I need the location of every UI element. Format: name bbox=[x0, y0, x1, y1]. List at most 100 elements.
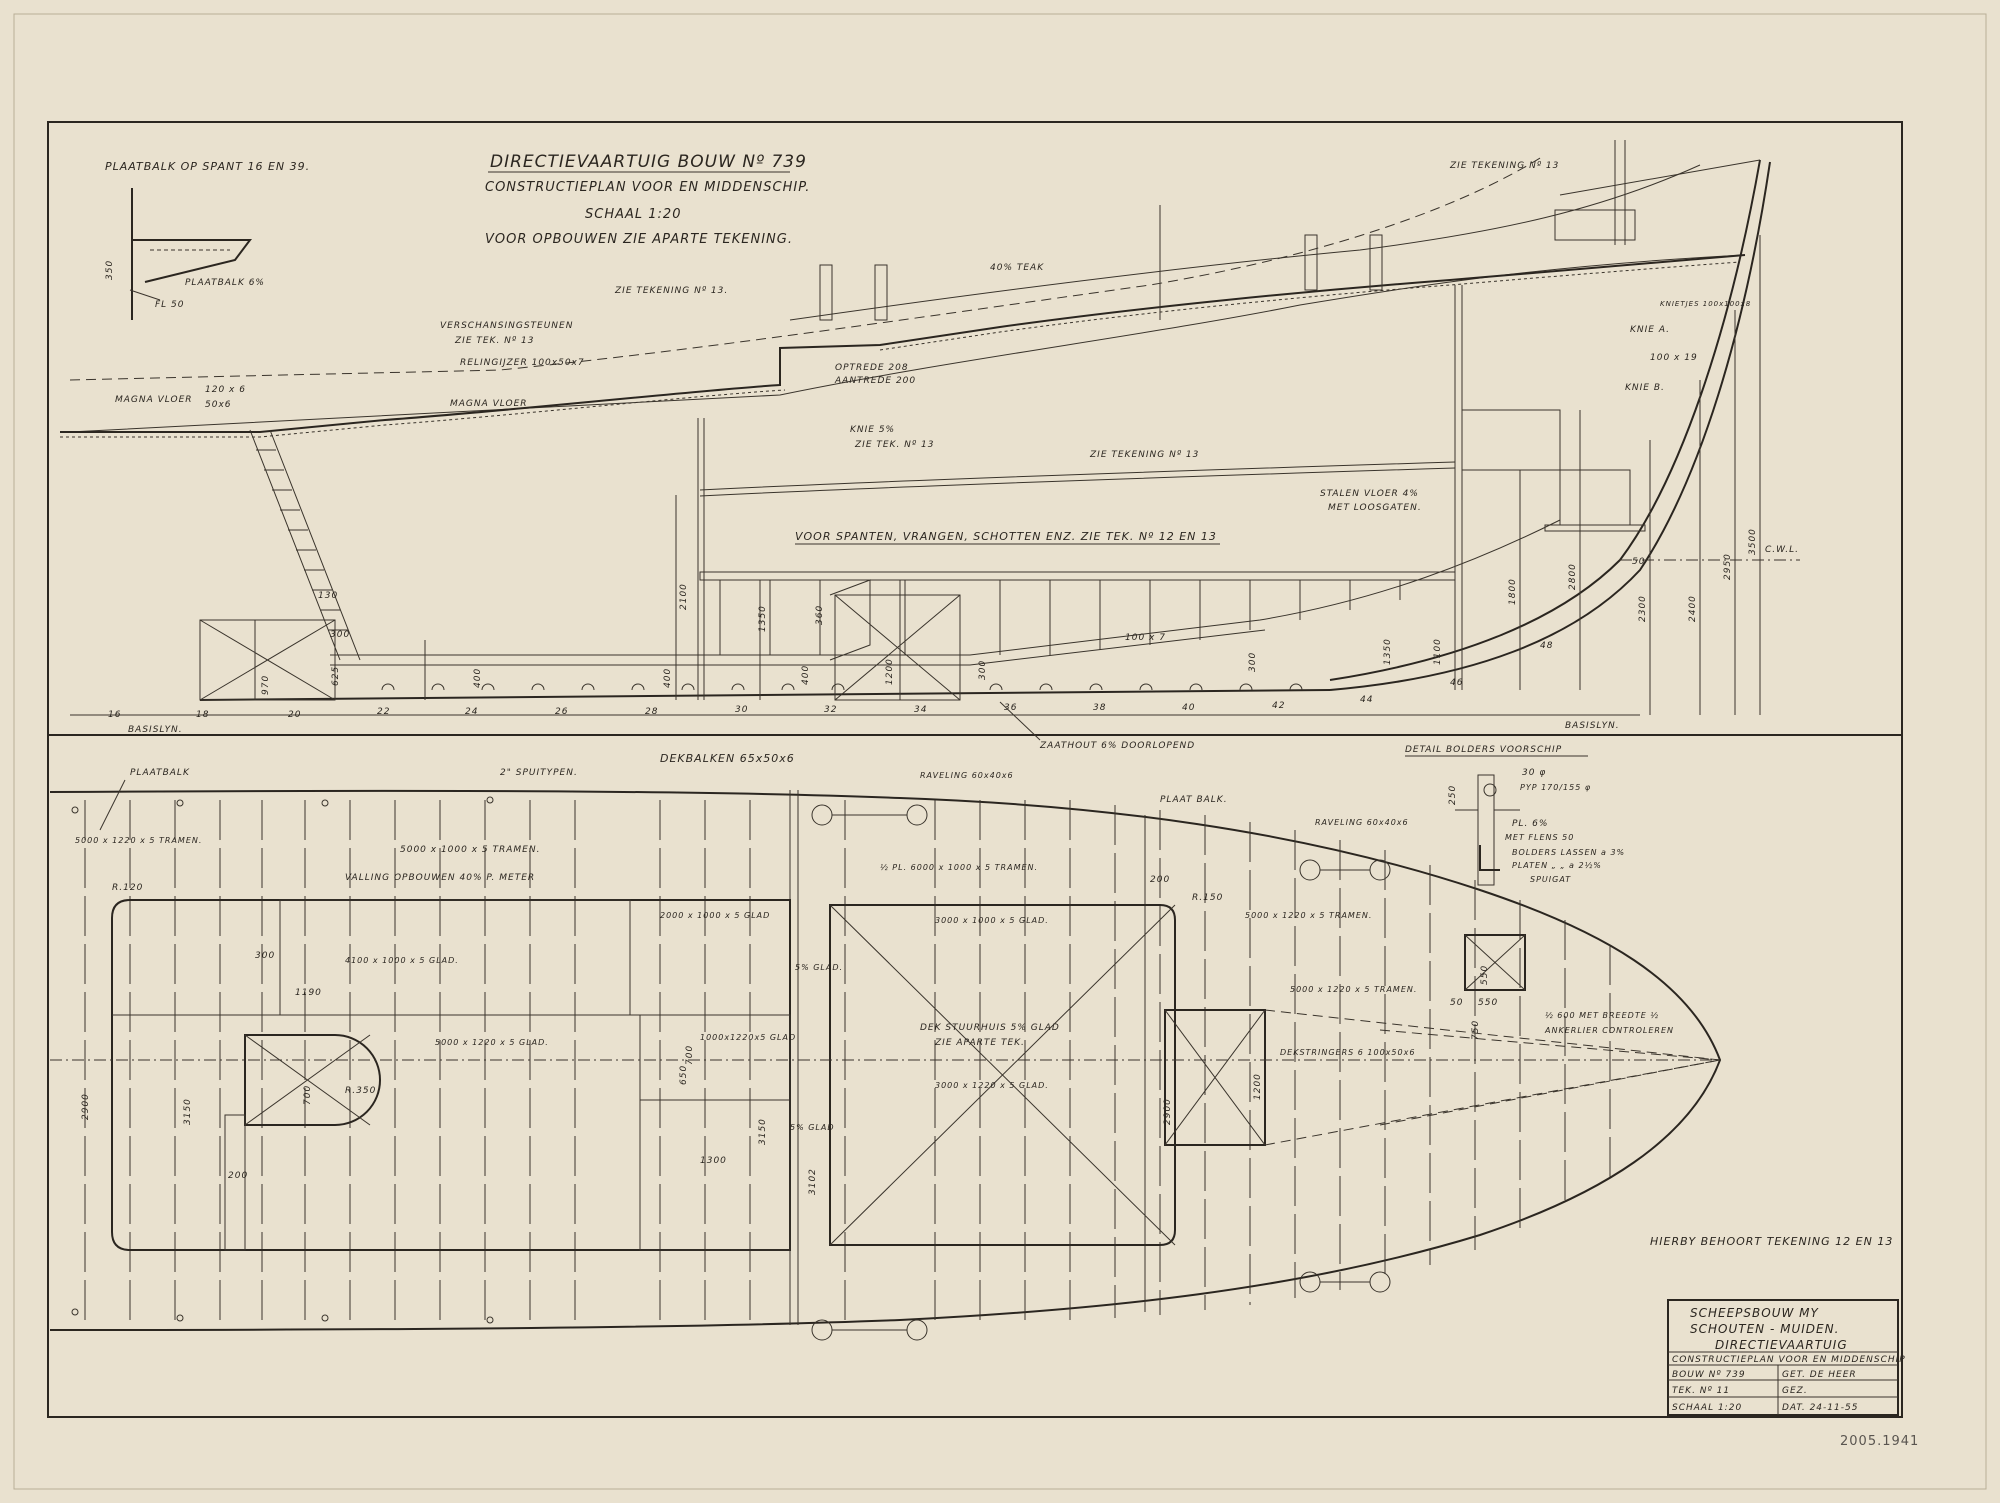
plan-view: DEKBALKEN 65x50x6 PLAATBALK 2" SPUITYPEN… bbox=[49, 752, 1722, 1341]
tb-bouw: BOUW Nº 739 bbox=[1672, 1370, 1746, 1380]
raveling-2: RAVELING 60x40x6 bbox=[1315, 818, 1409, 827]
dim-200b: 200 bbox=[1150, 875, 1170, 885]
dim-300a: 300 bbox=[330, 630, 350, 640]
knie-b-label: KNIE B. bbox=[1625, 383, 1665, 393]
glad-4: 1000x1220x5 GLAD bbox=[700, 1033, 796, 1042]
aantrede-label: AANTREDE 200 bbox=[834, 376, 916, 386]
detail-flens: MET FLENS 50 bbox=[1505, 833, 1574, 842]
dim-1200: 1200 bbox=[1253, 1073, 1263, 1100]
dim-1300: 1300 bbox=[700, 1156, 727, 1166]
frame-36: 36 bbox=[1004, 703, 1017, 713]
tramen-4: 5000 x 1220 x 5 TRAMEN. bbox=[1290, 985, 1417, 994]
dim-550a: 550 bbox=[1480, 965, 1490, 985]
dim-v-2950: 2950 bbox=[1723, 553, 1733, 580]
tramen-3: 5000 x 1220 x 5 TRAMEN. bbox=[1245, 911, 1372, 920]
frame-32: 32 bbox=[824, 705, 837, 715]
zie-tek-13-deck: ZIE TEKENING Nº 13 bbox=[1089, 450, 1199, 460]
plaatbalk-note: PLAATBALK 6% bbox=[185, 278, 265, 288]
dim-v-1100: 1100 bbox=[1433, 638, 1443, 665]
frame-16: 16 bbox=[108, 710, 121, 720]
tramen-2: 5000 x 1000 x 5 TRAMEN. bbox=[400, 845, 540, 855]
drawing-title: DIRECTIEVAARTUIG BOUW Nº 739 CONSTRUCTIE… bbox=[485, 152, 809, 247]
optrede-label: OPTREDE 208 bbox=[835, 363, 909, 373]
dim-v-1200: 1200 bbox=[885, 658, 895, 685]
dim-2900b: 2900 bbox=[1163, 1098, 1173, 1125]
frame-24: 24 bbox=[465, 707, 478, 717]
frame-38: 38 bbox=[1093, 703, 1106, 713]
dim-650: 650 bbox=[679, 1065, 689, 1085]
ankerlier-label: ANKERLIER CONTROLEREN bbox=[1544, 1026, 1674, 1035]
r120-label: R.120 bbox=[112, 883, 143, 893]
dekstringers-label: DEKSTRINGERS 6 100x50x6 bbox=[1280, 1048, 1415, 1057]
r350-label: R.350 bbox=[345, 1086, 376, 1096]
dim-3150b: 3150 bbox=[758, 1118, 768, 1145]
frame-22: 22 bbox=[377, 707, 390, 717]
tb-tek: TEK. Nº 11 bbox=[1672, 1386, 1730, 1396]
dim-3102: 3102 bbox=[808, 1168, 818, 1195]
dim-3150a: 3150 bbox=[183, 1098, 193, 1125]
dim-v-3500: 3500 bbox=[1748, 528, 1758, 555]
relingijzer-label: RELINGIJZER 100x50x7 bbox=[460, 358, 585, 368]
bolder-detail: DETAIL BOLDERS VOORSCHIP 30 φ PYP 170/15… bbox=[1405, 745, 1625, 886]
dim-300b: 300 bbox=[1248, 652, 1258, 672]
r150-label: R.150 bbox=[1192, 893, 1223, 903]
magna-vloer-2: MAGNA VLOER bbox=[450, 399, 528, 409]
note-600: ½ 600 MET BREEDTE ½ bbox=[1545, 1011, 1659, 1020]
hierby-note: HIERBY BEHOORT TEKENING 12 EN 13 bbox=[1650, 1235, 1893, 1248]
basislijn-right: BASISLYN. bbox=[1565, 721, 1620, 731]
pl-tramen: ½ PL. 6000 x 1000 x 5 TRAMEN. bbox=[880, 863, 1038, 872]
stalen-vloer-2: MET LOOSGATEN. bbox=[1328, 503, 1422, 513]
frame-28: 28 bbox=[645, 707, 658, 717]
detail-dia: 30 φ bbox=[1522, 768, 1546, 778]
frame-26: 26 bbox=[555, 707, 568, 717]
dim-v-2400: 2400 bbox=[1688, 595, 1698, 622]
dim-50-stem: 50 bbox=[1632, 557, 1645, 567]
dim-1190: 1190 bbox=[295, 988, 322, 998]
dim-750: 750 bbox=[1471, 1020, 1481, 1040]
dim-50-plan: 50 bbox=[1450, 998, 1463, 1008]
tb-schaal: SCHAAL 1:20 bbox=[1672, 1403, 1742, 1413]
dim-v-360: 360 bbox=[815, 605, 825, 625]
companionway bbox=[244, 1034, 381, 1126]
detail-bolders: BOLDERS LASSEN a 3% bbox=[1512, 848, 1625, 857]
wheelhouse bbox=[829, 904, 1176, 1246]
dim-130: 130 bbox=[318, 591, 338, 601]
title-line1: DIRECTIEVAARTUIG BOUW Nº 739 bbox=[490, 152, 807, 172]
valling-label: VALLING OPBOUWEN 40% P. METER bbox=[345, 873, 535, 883]
verschansing-label2: ZIE TEK. Nº 13 bbox=[454, 336, 534, 346]
frame-20: 20 bbox=[288, 710, 301, 720]
stalen-vloer-1: STALEN VLOER 4% bbox=[1320, 489, 1419, 499]
detail-spuigat: SPUIGAT bbox=[1530, 875, 1571, 884]
dim-v-2800: 2800 bbox=[1568, 563, 1578, 590]
voor-spanten-label: VOOR SPANTEN, VRANGEN, SCHOTTEN ENZ. ZIE… bbox=[795, 530, 1217, 543]
tb-r2: SCHOUTEN - MUIDEN. bbox=[1690, 1322, 1839, 1336]
plaatbalk-detail: PLAATBALK OP SPANT 16 EN 39. 350 PLAATBA… bbox=[105, 160, 309, 320]
pencil-note: 2005.1941 bbox=[1840, 1434, 1919, 1449]
knie57b-label: ZIE TEK. Nº 13 bbox=[854, 440, 934, 450]
detail-pyp: PYP 170/155 φ bbox=[1520, 783, 1591, 792]
plaatbalk-dim-350: 350 bbox=[105, 260, 115, 280]
zie-tek-13-mid: ZIE TEKENING Nº 13. bbox=[614, 286, 728, 296]
cwl-label: C.W.L. bbox=[1765, 545, 1799, 555]
dim-v-300: 300 bbox=[978, 660, 988, 680]
drawing-frame bbox=[47, 121, 1903, 1418]
dim-200a: 200 bbox=[228, 1171, 248, 1181]
tb-r3: DIRECTIEVAARTUIG bbox=[1715, 1338, 1848, 1352]
stuurhuis-2: ZIE APARTE TEK. bbox=[934, 1038, 1025, 1048]
title-line4: VOOR OPBOUWEN ZIE APARTE TEKENING. bbox=[485, 232, 793, 247]
detail-title: DETAIL BOLDERS VOORSCHIP bbox=[1405, 745, 1562, 755]
knies-label: KNIETJES 100x100x8 bbox=[1660, 300, 1751, 308]
detail-250: 250 bbox=[1448, 785, 1458, 805]
glad-1: 4100 x 1000 x 5 GLAD. bbox=[345, 956, 459, 965]
verschansing-label1: VERSCHANSINGSTEUNEN bbox=[440, 321, 573, 331]
zaathout-label: ZAATHOUT 6% DOORLOPEND bbox=[1039, 741, 1195, 751]
glad-2: 5000 x 1220 x 5 GLAD. bbox=[435, 1038, 549, 1047]
dim-v-400c: 400 bbox=[663, 668, 673, 688]
keel bbox=[199, 689, 1331, 701]
tramen-1: 5000 x 1220 x 5 TRAMEN. bbox=[75, 836, 202, 845]
plaatbalk-plan: PLAATBALK bbox=[130, 768, 190, 778]
dim-700a: 700 bbox=[303, 1085, 313, 1105]
frame-18: 18 bbox=[196, 710, 209, 720]
windlass-box bbox=[1464, 934, 1526, 991]
